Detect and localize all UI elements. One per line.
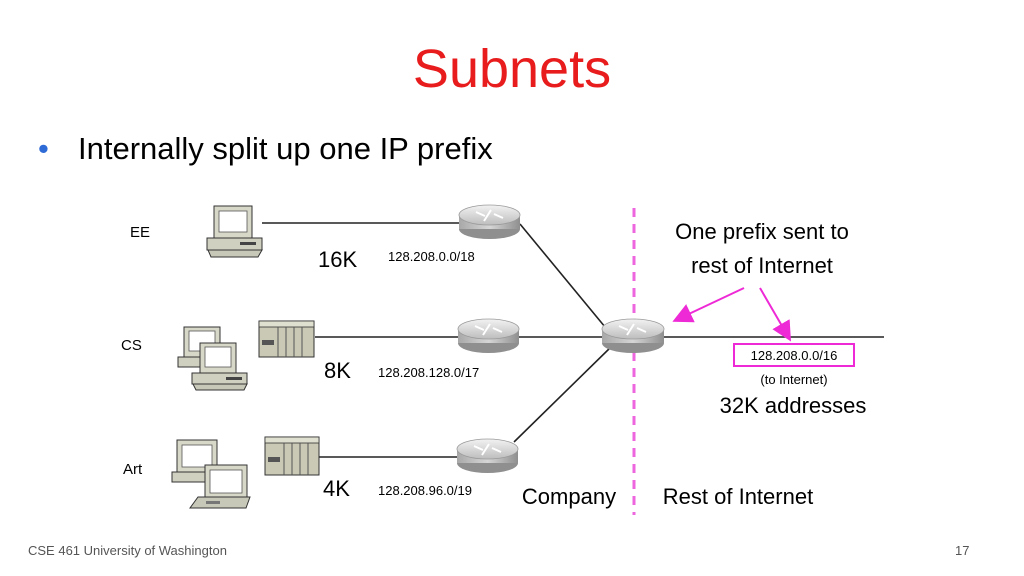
- server-icon-cs: [258, 320, 315, 358]
- dept-label-cs: CS: [121, 337, 142, 354]
- server-icon-art: [264, 436, 320, 476]
- computer-icon-ee: [206, 205, 263, 258]
- slide-title: Subnets: [412, 39, 612, 99]
- bullet-text: Internally split up one IP prefix: [78, 131, 493, 166]
- link-art-core: [513, 345, 613, 443]
- dept-prefix-ee: 128.208.0.0/18: [388, 249, 475, 264]
- dept-size-art: 4K: [323, 476, 350, 501]
- laptop-icon-art: [189, 464, 251, 509]
- router-icon-cs: [457, 318, 520, 353]
- external-prefix-box: [733, 343, 855, 367]
- page-number: 17: [955, 543, 970, 558]
- callout-line-1: One prefix sent to: [675, 219, 849, 244]
- router-icon-art: [456, 438, 519, 473]
- dept-size-cs: 8K: [324, 358, 351, 383]
- region-label-company: Company: [522, 484, 616, 509]
- callout-arrow-right: [759, 287, 792, 342]
- external-note: (to Internet): [760, 372, 827, 387]
- computer-icon-cs: [177, 326, 248, 391]
- dept-prefix-art: 128.208.96.0/19: [378, 483, 472, 498]
- bullet-icon: •: [38, 131, 49, 166]
- callout-line-2: rest of Internet: [691, 253, 833, 278]
- router-icon-ee: [458, 204, 521, 239]
- callout-arrow-left: [672, 287, 745, 323]
- external-prefix: 128.208.0.0/16: [751, 348, 838, 363]
- external-size: 32K addresses: [720, 393, 867, 418]
- dept-label-ee: EE: [130, 224, 150, 241]
- router-icon-core: [601, 318, 665, 353]
- dept-size-ee: 16K: [318, 247, 357, 272]
- footer-course: CSE 461 University of Washington: [28, 543, 227, 558]
- dept-label-art: Art: [123, 461, 143, 478]
- computer-icon-art: [171, 439, 225, 483]
- link-ee-core: [519, 223, 611, 334]
- dept-prefix-cs: 128.208.128.0/17: [378, 365, 479, 380]
- region-label-internet: Rest of Internet: [663, 484, 813, 509]
